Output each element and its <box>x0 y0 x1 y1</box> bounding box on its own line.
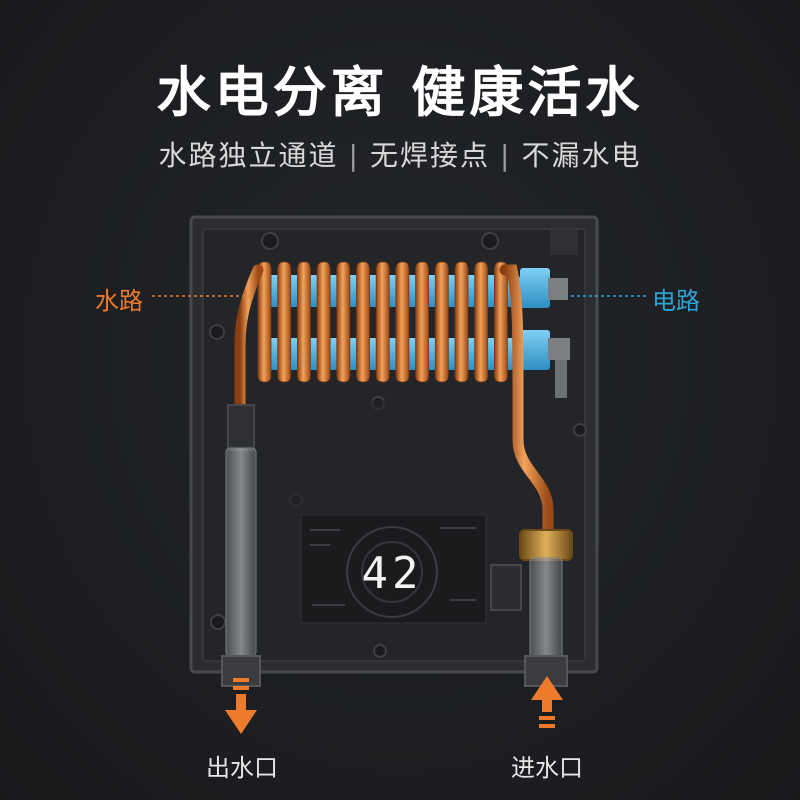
subtitle-part-no-weld: 无焊接点 <box>369 139 490 172</box>
copper-coil-wrap <box>277 261 292 383</box>
copper-coil-wrap <box>316 261 331 383</box>
subtitle-separator: | <box>500 139 512 172</box>
water-path-left <box>221 264 264 687</box>
copper-coil-wrap <box>494 261 508 383</box>
temperature-display: 42 <box>362 548 423 599</box>
arrow-up-icon <box>531 676 563 728</box>
subtitle-part-water-channel: 水路独立通道 <box>158 139 339 172</box>
copper-coil-wrap <box>356 261 370 383</box>
outlet-label: 出水口 <box>206 754 278 782</box>
copper-coil-wrap <box>336 261 351 383</box>
copper-coil-wrap <box>257 261 272 383</box>
copper-coil-wrap <box>454 261 469 383</box>
copper-coil-wrap <box>297 261 311 383</box>
copper-coil-wrap <box>434 261 449 383</box>
control-board: 42 <box>300 514 487 624</box>
water-path-label: 水路 <box>95 287 143 315</box>
copper-coil-wrap <box>415 261 429 383</box>
electric-terminals <box>520 230 578 398</box>
heating-coil <box>257 261 520 383</box>
arrow-down-icon <box>225 678 257 734</box>
copper-coil-wrap <box>395 261 410 383</box>
subtitle: 水路独立通道 | 无焊接点 | 不漏水电 <box>0 134 800 174</box>
electric-path-label: 电路 <box>652 287 700 315</box>
copper-coil-wrap <box>474 261 489 383</box>
subtitle-separator: | <box>348 139 360 172</box>
page-title: 水电分离 健康活水 <box>156 61 644 124</box>
copper-coil-wrap <box>375 261 390 383</box>
inlet-label: 进水口 <box>511 754 583 782</box>
subtitle-part-no-leak: 不漏水电 <box>521 139 642 172</box>
